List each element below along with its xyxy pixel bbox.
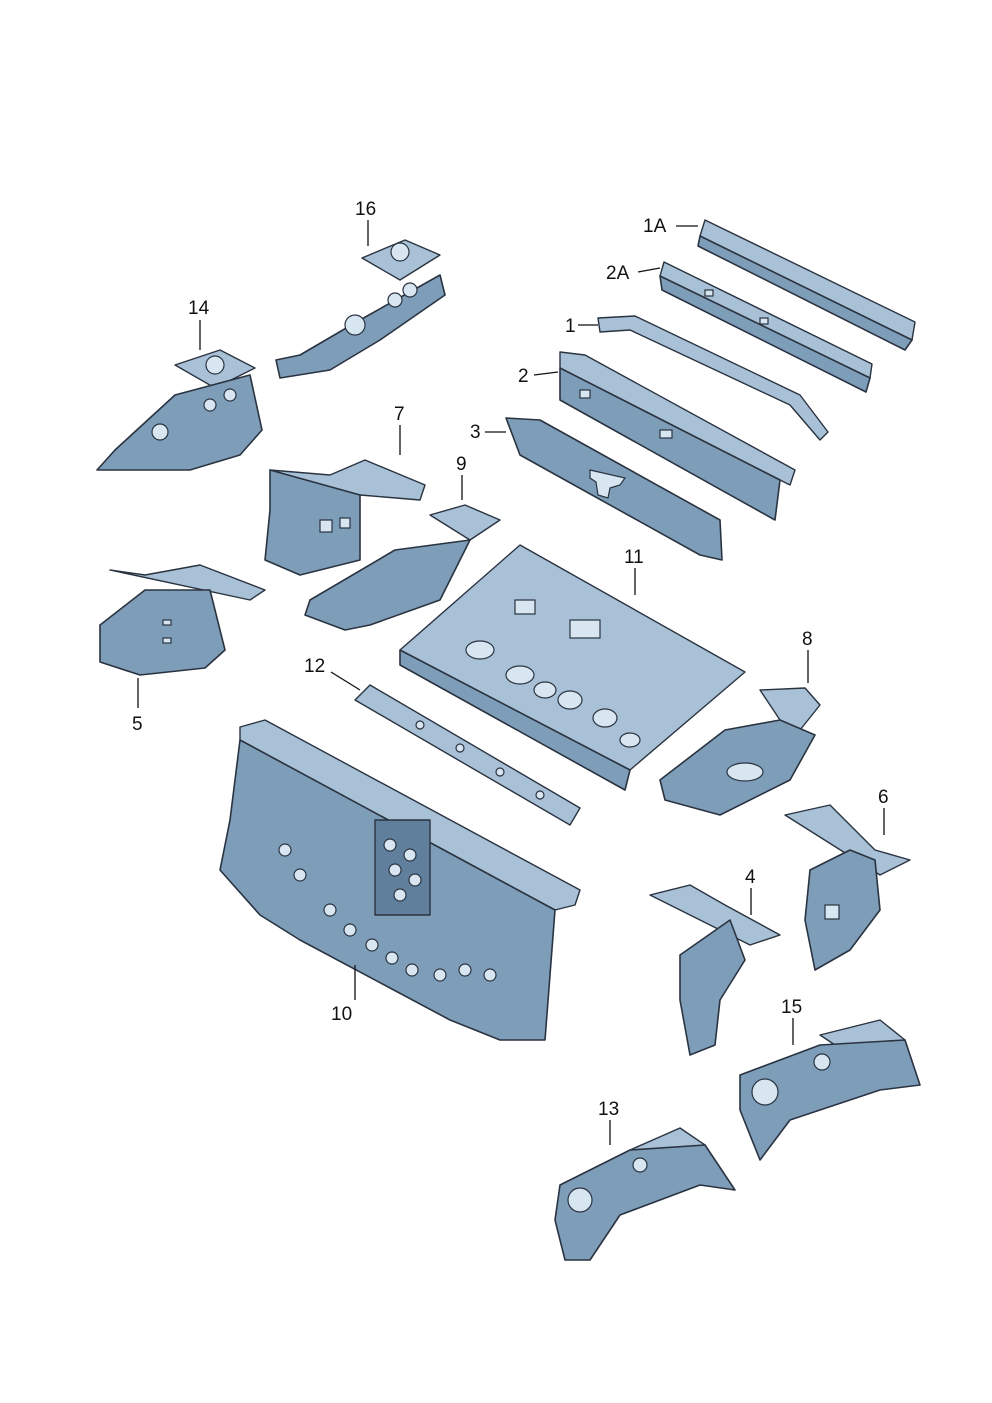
part-5[interactable]	[99, 564, 266, 676]
callout-12: 12	[304, 656, 325, 677]
callout-14: 14	[188, 298, 210, 319]
part-4[interactable]	[649, 884, 781, 1056]
callout-2A: 2A	[606, 263, 630, 284]
part-14[interactable]	[96, 349, 263, 471]
leader-lines	[137, 220, 885, 1145]
callout-6: 6	[878, 787, 889, 808]
part-15[interactable]	[739, 1019, 921, 1161]
part-11[interactable]	[399, 544, 746, 791]
callout-16: 16	[355, 199, 376, 220]
callout-labels: 1A 2A 1 2 3 16 14 7 9 11 8 12 5 6 4 10 1…	[132, 199, 889, 1120]
callout-2: 2	[518, 366, 529, 387]
callout-8: 8	[802, 629, 813, 650]
part-9[interactable]	[304, 504, 501, 631]
callout-1A: 1A	[643, 216, 667, 237]
part-12[interactable]	[354, 684, 581, 826]
part-1A[interactable]	[697, 219, 916, 351]
callout-10: 10	[331, 1004, 352, 1025]
part-6[interactable]	[784, 804, 911, 971]
part-8[interactable]	[659, 687, 821, 816]
part-16[interactable]	[275, 239, 446, 379]
part-7[interactable]	[264, 459, 426, 576]
part-13[interactable]	[554, 1127, 736, 1261]
part-3[interactable]	[505, 417, 723, 561]
part-2[interactable]	[559, 351, 796, 521]
callout-7: 7	[394, 404, 405, 425]
callout-15: 15	[781, 997, 802, 1018]
callout-3: 3	[470, 422, 481, 443]
part-10[interactable]	[219, 719, 581, 1041]
callout-1: 1	[565, 316, 576, 337]
callout-13: 13	[598, 1099, 619, 1120]
callout-4: 4	[745, 867, 756, 888]
callout-11: 11	[624, 547, 644, 568]
part-1[interactable]	[597, 315, 829, 441]
callout-9: 9	[456, 454, 467, 475]
callout-5: 5	[132, 714, 143, 735]
part-2A[interactable]	[659, 261, 873, 393]
